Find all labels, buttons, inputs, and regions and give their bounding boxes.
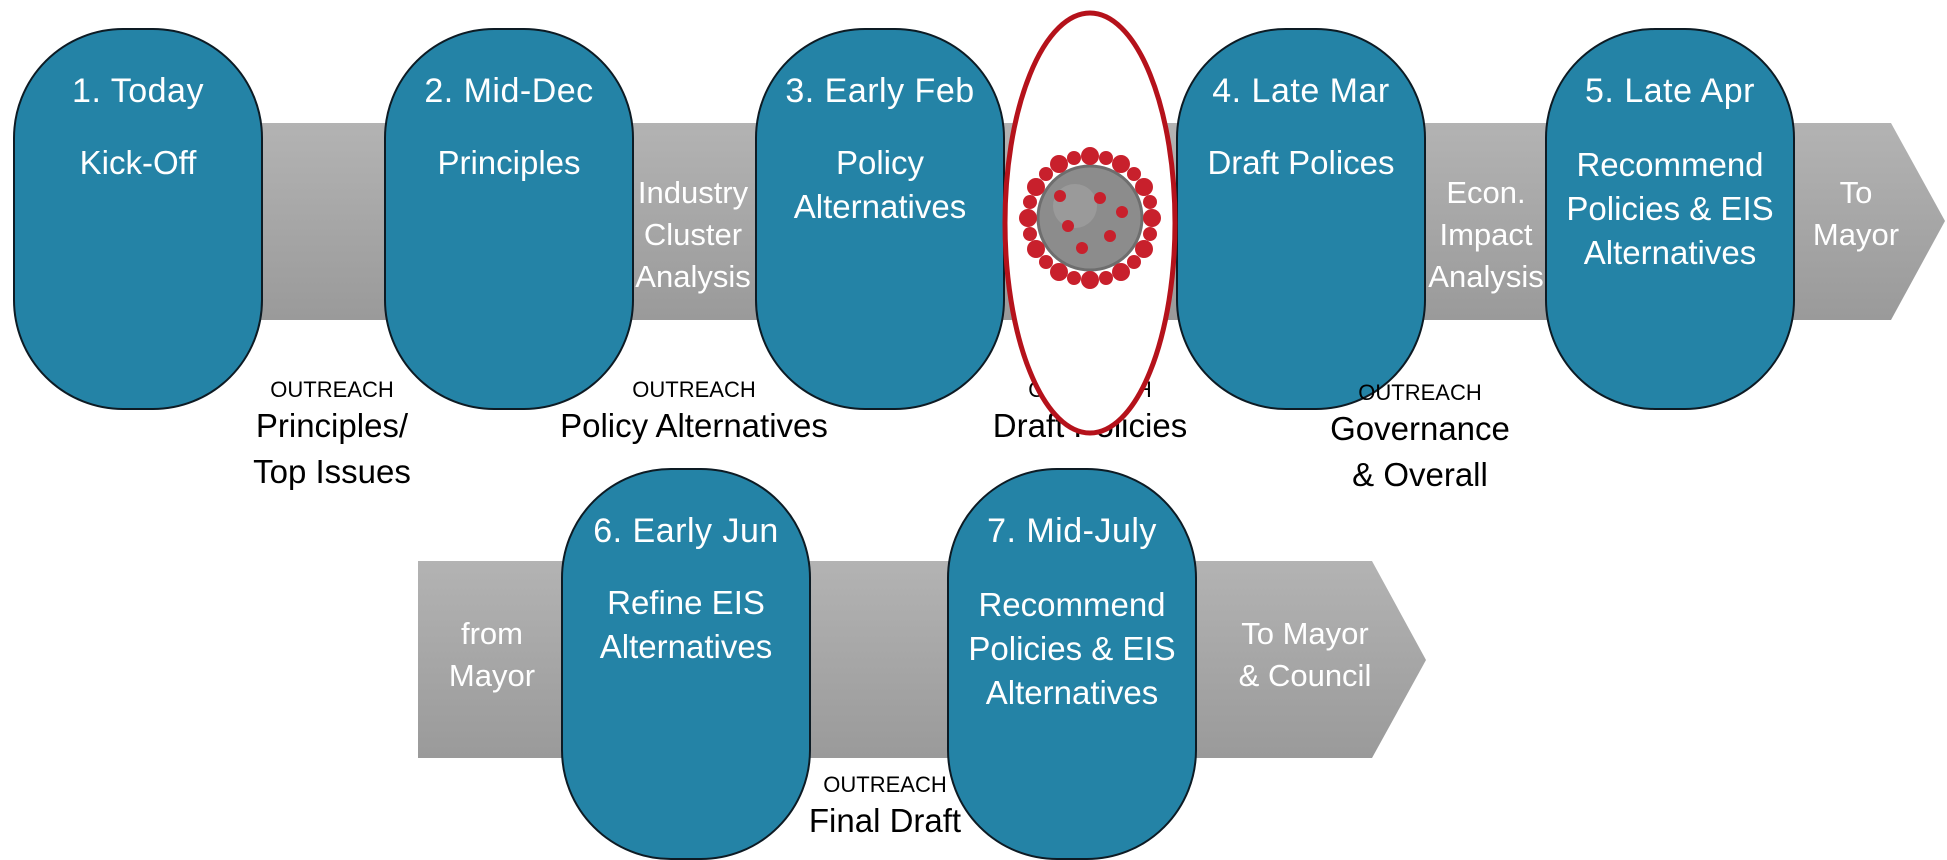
milestone-4: 4. Late Mar Draft Polices xyxy=(1176,28,1426,410)
milestone-title: Kick-Off xyxy=(79,144,197,181)
milestone-title: Principles xyxy=(437,144,581,181)
outreach-governance: OUTREACH Governance & Overall xyxy=(1330,380,1510,498)
milestone-title: Draft Polices xyxy=(1207,144,1395,181)
milestone-title: Recommend Policies & EIS Alternatives xyxy=(968,586,1176,711)
outreach-topic: Policy Alternatives xyxy=(560,407,828,444)
outreach-final-draft: OUTREACH Final Draft xyxy=(800,772,970,844)
milestone-2: 2. Mid-Dec Principles xyxy=(384,28,634,410)
milestone-date: 2. Mid-Dec xyxy=(424,72,594,110)
outreach-kicker: OUTREACH xyxy=(270,377,394,402)
outreach-topic: Final Draft xyxy=(808,802,962,839)
outreach-kicker: OUTREACH xyxy=(632,377,756,402)
milestone-1: 1. Today Kick-Off xyxy=(13,28,263,410)
milestone-date: 1. Today xyxy=(72,72,204,110)
to-mayor-label: To Mayor xyxy=(1812,175,1900,252)
milestone-6: 6. Early Jun Refine EIS Alternatives xyxy=(561,468,811,860)
milestone-7: 7. Mid-July Recommend Policies & EIS Alt… xyxy=(947,468,1197,860)
to-mayor-and-council-label: To Mayor & Council xyxy=(1238,616,1372,693)
milestone-date: 3. Early Feb xyxy=(785,72,975,110)
milestone-title: Refine EIS Alternatives xyxy=(599,584,773,665)
outreach-kicker: OUTREACH xyxy=(1358,380,1482,405)
milestone-title: Policy Alternatives xyxy=(793,144,967,225)
milestone-title: Recommend Policies & EIS Alternatives xyxy=(1566,146,1774,271)
milestone-5: 5. Late Apr Recommend Policies & EIS Alt… xyxy=(1545,28,1795,410)
milestone-date: 4. Late Mar xyxy=(1212,72,1390,110)
from-mayor-label: from Mayor xyxy=(448,616,536,693)
outreach-topic: Governance & Overall xyxy=(1330,410,1510,493)
outreach-policy-alternatives: OUTREACH Policy Alternatives xyxy=(552,377,836,449)
milestone-date: 5. Late Apr xyxy=(1585,72,1755,110)
milestone-date: 7. Mid-July xyxy=(987,512,1157,550)
outreach-kicker: OUTREACH xyxy=(823,772,947,797)
milestone-3: 3. Early Feb Policy Alternatives xyxy=(755,28,1005,410)
milestone-date: 6. Early Jun xyxy=(593,512,779,550)
econ-impact-analysis-label: Econ. Impact Analysis xyxy=(1428,175,1544,294)
industry-cluster-analysis-label: Industry Cluster Analysis xyxy=(635,175,751,294)
coronavirus-icon xyxy=(1002,10,1178,436)
outreach-topic: Principles/ Top Issues xyxy=(253,407,411,490)
outreach-principles: OUTREACH Principles/ Top Issues xyxy=(242,377,422,495)
